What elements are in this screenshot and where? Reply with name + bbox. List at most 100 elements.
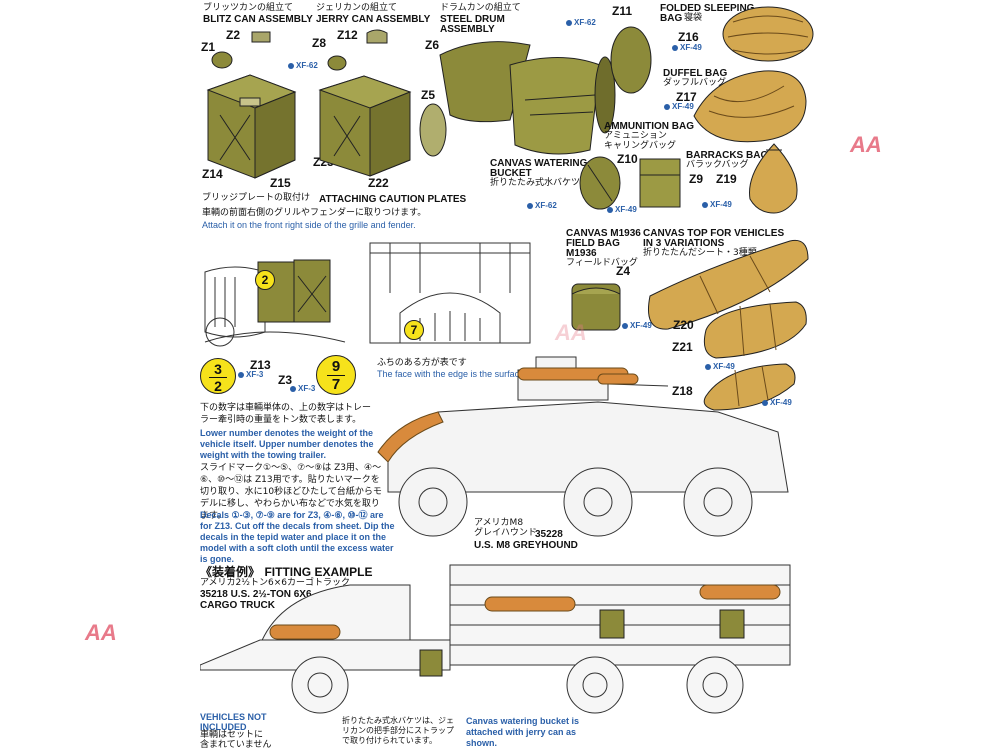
truck-name-en1: 35218 U.S. 2½-TON 6X6 bbox=[200, 589, 312, 600]
label-z12: Z12 bbox=[337, 28, 358, 42]
top-header-en1: CANVAS TOP FOR VEHICLES bbox=[643, 228, 785, 239]
watermark-logo-top: AA bbox=[850, 132, 882, 157]
watering-header-jp: 折りたたみ式水バケツ bbox=[490, 178, 581, 188]
truck-name-en2: CARGO TRUCK bbox=[200, 600, 275, 611]
bucket-note-en: Canvas watering bucket is attached with … bbox=[466, 716, 580, 748]
weight-badge-9-7: 9 7 bbox=[316, 355, 356, 395]
instruction-weight-jp: 下の数字は車輛単体の、上の数字はトレーラー牽引時の重量をトン数で表します。 bbox=[200, 403, 372, 425]
label-z22: Z22 bbox=[368, 176, 389, 190]
fitting-title-jp: 《装着例》 bbox=[200, 565, 261, 579]
paint-xf49-ammo: XF-49 bbox=[607, 205, 637, 214]
weight-badge-3-2: 3 2 bbox=[200, 358, 236, 394]
truck-front-illustration bbox=[369, 242, 531, 344]
duffel-bag-illustration bbox=[693, 70, 807, 143]
label-z13: Z13 bbox=[250, 358, 271, 372]
paint-xf3-z3: XF-3 bbox=[290, 384, 315, 393]
m8-greyhound-illustration bbox=[377, 356, 789, 537]
duffel-header-en: DUFFEL BAG bbox=[663, 68, 728, 79]
label-z2: Z2 bbox=[226, 28, 241, 42]
plates-body-en: Attach it on the front right side of the… bbox=[202, 220, 416, 230]
grille-closeup-illustration bbox=[204, 259, 346, 347]
canvas-top-z21-illustration bbox=[703, 301, 807, 359]
sleeping-bag-illustration bbox=[722, 6, 814, 62]
paint-xf49-sleeping: XF-49 bbox=[672, 43, 702, 52]
label-z16: Z16 bbox=[678, 30, 699, 44]
label-z11: Z11 bbox=[612, 4, 633, 18]
instruction-decal-jp: スライドマーク①〜⑤、⑦〜⑨は Z3用、④〜⑥、⑩〜⑫は Z13用です。貼りたい… bbox=[200, 463, 382, 521]
blitz-header-jp: ブリッツカンの組立て bbox=[203, 3, 294, 13]
blitz-header-en: BLITZ CAN ASSEMBLY bbox=[203, 14, 313, 25]
top-header-en2: IN 3 VARIATIONS bbox=[643, 238, 725, 249]
label-z9: Z9 bbox=[689, 172, 704, 186]
truck-name-jp: アメリカ2½トン6×6カーゴトラック bbox=[200, 578, 350, 588]
label-z20: Z20 bbox=[673, 318, 694, 332]
label-z17: Z17 bbox=[676, 90, 697, 104]
greyhound-name-jp1: アメリカM8 bbox=[474, 518, 524, 528]
plates-header-jp: ブリッジプレートの取付け bbox=[202, 193, 311, 203]
label-z14: Z14 bbox=[202, 167, 223, 181]
weight-top-2: 9 bbox=[327, 358, 345, 376]
watering-header-en1: CANVAS WATERING bbox=[490, 158, 588, 169]
barracks-header-en: BARRACKS BAG bbox=[686, 150, 769, 161]
paint-xf49-duffel: XF-49 bbox=[664, 102, 694, 111]
barracks-header-jp: バラックバッグ bbox=[686, 160, 749, 170]
paint-xf62-drum: XF-62 bbox=[566, 18, 596, 27]
edge-note-jp: ふちのある方が表です bbox=[377, 358, 467, 368]
label-z10: Z10 bbox=[617, 152, 638, 166]
drum-header-en1: STEEL DRUM bbox=[440, 14, 505, 25]
instruction-weight-en: Lower number denotes the weight of the v… bbox=[200, 428, 374, 460]
weight-top: 3 bbox=[209, 361, 227, 378]
cargo-truck-illustration bbox=[200, 564, 791, 714]
ammo-header-jp1: アミュニション bbox=[604, 131, 667, 141]
label-z15: Z15 bbox=[270, 176, 291, 190]
label-z3: Z3 bbox=[278, 373, 293, 387]
ammo-bucket-illustration bbox=[579, 156, 681, 210]
label-z4: Z4 bbox=[616, 264, 631, 278]
top-header-jp: 折りたたんだシート・3種類 bbox=[643, 248, 757, 258]
field-header-en1: CANVAS M1936 bbox=[566, 228, 641, 239]
plate-number-badge-2: 7 bbox=[404, 320, 424, 340]
label-z21: Z21 bbox=[672, 340, 693, 354]
jerry-header-en: JERRY CAN ASSEMBLY bbox=[316, 14, 431, 25]
paint-xf49-z21: XF-49 bbox=[705, 362, 735, 371]
not-included-jp1: 車輌はセットに bbox=[200, 730, 264, 740]
duffel-header-jp: ダッフルバッグ bbox=[663, 78, 727, 88]
edge-note-en: The face with the edge is the surface. bbox=[377, 369, 527, 379]
ammo-header-en: AMMUNITION BAG bbox=[604, 121, 694, 132]
not-included-jp2: 含まれていません bbox=[200, 740, 272, 750]
barracks-bag-illustration bbox=[749, 143, 798, 214]
drum-header-jp: ドラムカンの組立て bbox=[440, 3, 521, 13]
fitting-title-en: FITTING EXAMPLE bbox=[264, 565, 373, 579]
label-z5: Z5 bbox=[421, 88, 436, 102]
blitz-can-illustration bbox=[206, 31, 297, 179]
paint-xf62-bucket: XF-62 bbox=[527, 201, 557, 210]
not-included-en1: VEHICLES NOT bbox=[200, 712, 267, 722]
fitting-title: 《装着例》 FITTING EXAMPLE bbox=[200, 563, 372, 581]
sleeping-header-en1: FOLDED SLEEPING bbox=[660, 3, 755, 14]
label-z19: Z19 bbox=[716, 172, 737, 186]
paint-xf49-z18: XF-49 bbox=[762, 398, 792, 407]
bucket-note-jp: 折りたたみ式水バケツは、ジェリカンの把手部分にストラップで取り付けられています。 bbox=[342, 716, 454, 745]
sleeping-header-en2: BAG bbox=[660, 13, 683, 24]
watermark-logo-center: AA bbox=[555, 320, 587, 345]
weight-bottom-2: 7 bbox=[331, 376, 341, 393]
paint-xf49-field: XF-49 bbox=[622, 321, 652, 330]
greyhound-name-jp2: グレイハウンド bbox=[474, 528, 537, 538]
label-z1: Z1 bbox=[201, 40, 216, 54]
drum-header-en2: ASSEMBLY bbox=[440, 24, 495, 35]
label-z18: Z18 bbox=[672, 384, 693, 398]
paint-xf3-z13: XF-3 bbox=[238, 370, 263, 379]
label-z8: Z8 bbox=[312, 36, 327, 50]
jerry-header-jp: ジェリカンの組立て bbox=[316, 3, 398, 13]
field-header-en2: FIELD BAG bbox=[566, 238, 620, 249]
plate-number-badge: 2 bbox=[255, 270, 275, 290]
not-included-en2: INCLUDED bbox=[200, 722, 247, 732]
field-bag-illustration bbox=[571, 283, 621, 331]
greyhound-name-en: U.S. M8 GREYHOUND bbox=[474, 540, 578, 551]
canvas-top-z18-illustration bbox=[703, 363, 796, 411]
greyhound-number: 35228 bbox=[535, 529, 563, 540]
instruction-decal-en: Decals ①-③, ⑦-⑨ are for Z3, ④-⑥, ⑩-⑫ are… bbox=[200, 510, 395, 564]
paint-xf49-barracks: XF-49 bbox=[702, 200, 732, 209]
jerry-can-illustration bbox=[318, 29, 412, 177]
drum-illustration bbox=[419, 26, 652, 157]
